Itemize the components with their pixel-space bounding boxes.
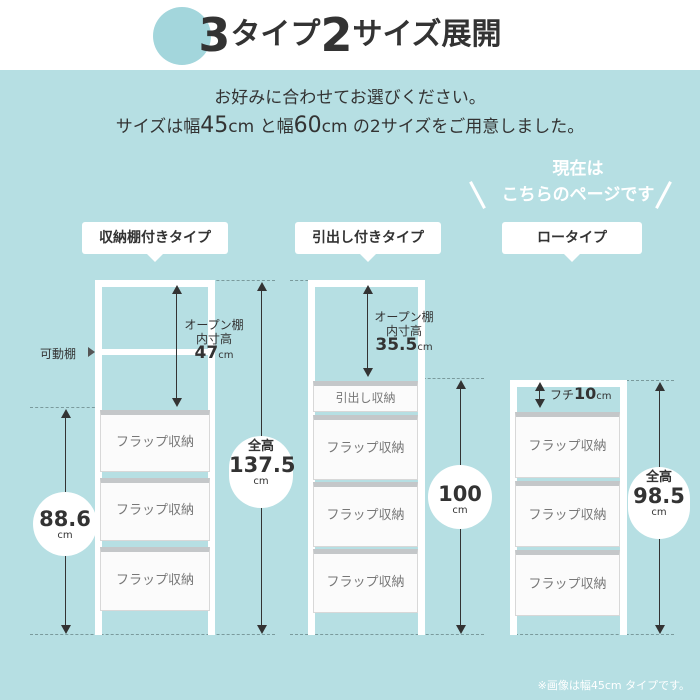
page-title: 3 タイプ 2 サイズ展開 [140,6,560,64]
drawer-open-dimension: オープン棚 内寸高 35.5cm [374,310,434,355]
low-type-drawer-3: フラップ収納 [515,550,620,616]
shelf-overall-arrow-top-icon [257,282,267,291]
type-label-low: ロータイプ [502,222,642,262]
type-label-shelf: 収納棚付きタイプ [82,222,228,262]
current-page-note-line-2: こちらのページです [501,185,655,205]
title-size-word: サイズ展開 [352,17,502,52]
header-accent-circle [153,7,211,65]
type-label-drawer: 引出し付きタイプ [295,222,441,262]
guide-lower-shelf-type [30,407,100,408]
guide-lower-drawer-type [418,378,484,379]
title-type-word: タイプ [230,17,321,52]
intro-line-1: お好みに合わせてお選びください。 [214,88,486,108]
low-type-drawer-2: フラップ収納 [515,481,620,547]
guide-bottom-shelf-type [30,634,275,635]
drawer-type-drawer-3: フラップ収納 [313,549,418,613]
title-size-count: 2 [320,8,353,62]
drawer-open-arrow-top-icon [363,285,373,294]
drawer-type-drawer-2: フラップ収納 [313,482,418,547]
intro-line-2: サイズは幅45cm と幅60cm の2サイズをご用意しました。 [115,113,585,138]
shelf-open-arrow-top-icon [172,285,182,294]
shelf-type-right-side [208,280,215,635]
shelf-overall-badge: 全高 137.5 cm [229,436,295,508]
drawer-lower-arrow-bottom-icon [456,625,466,634]
shelf-lower-arrow-top-icon [61,409,71,418]
drawer-type-left-side [308,280,315,635]
low-overall-arrow-top-icon [655,382,665,391]
low-type-top-board [510,380,627,387]
low-type-left-side [510,380,517,635]
guide-top-low-type [626,380,674,381]
shelf-type-drawer-1: フラップ収納 [100,410,210,472]
footer-note: ※画像は幅45cm タイプです。 [537,679,690,692]
adjustable-shelf-pointer-icon [88,347,95,357]
guide-bottom-drawer-type [290,634,484,635]
adjustable-shelf [100,349,210,355]
low-overall-arrow-bottom-icon [655,625,665,634]
drawer-lower-badge: 100 cm [428,465,492,529]
drawer-lower-arrow-top-icon [456,380,466,389]
low-type-right-side [620,380,627,635]
adjustable-shelf-label: 可動棚 [40,347,77,361]
shelf-type-drawer-3: フラップ収納 [100,547,210,611]
drawer-open-arrow-bottom-icon [363,368,373,377]
shelf-lower-badge: 88.6 cm [33,492,97,556]
drawer-type-top-drawer: 引出し収納 [313,381,418,412]
current-page-note: 現在は こちらのページです [478,156,678,208]
shelf-open-dimension: オープン棚 内寸高 47cm [184,318,244,363]
guide-bottom-low-type [510,634,674,635]
drawer-open-dimension-line [367,292,368,370]
drawer-type-drawer-1: フラップ収納 [313,415,418,480]
current-page-note-line-1: 現在は [552,159,604,179]
shelf-type-left-side [95,280,102,635]
low-type-drawer-1: フラップ収納 [515,412,620,478]
drawer-type-right-side [418,280,425,635]
low-rim-dimension: フチ10cm [550,384,612,403]
drawer-type-top-board [308,280,425,287]
low-rim-arrow-bottom-icon [535,399,545,408]
low-rim-arrow-top-icon [535,382,545,391]
shelf-type-top-board [95,280,215,287]
shelf-type-drawer-2: フラップ収納 [100,478,210,541]
shelf-overall-arrow-bottom-icon [257,625,267,634]
shelf-open-arrow-bottom-icon [172,398,182,407]
header-banner [0,0,700,70]
low-overall-badge: 全高 98.5 cm [628,467,690,539]
low-rim-dimension-line [539,389,540,401]
title-type-count: 3 [198,8,231,62]
shelf-open-dimension-line [176,292,177,400]
shelf-lower-arrow-bottom-icon [61,625,71,634]
